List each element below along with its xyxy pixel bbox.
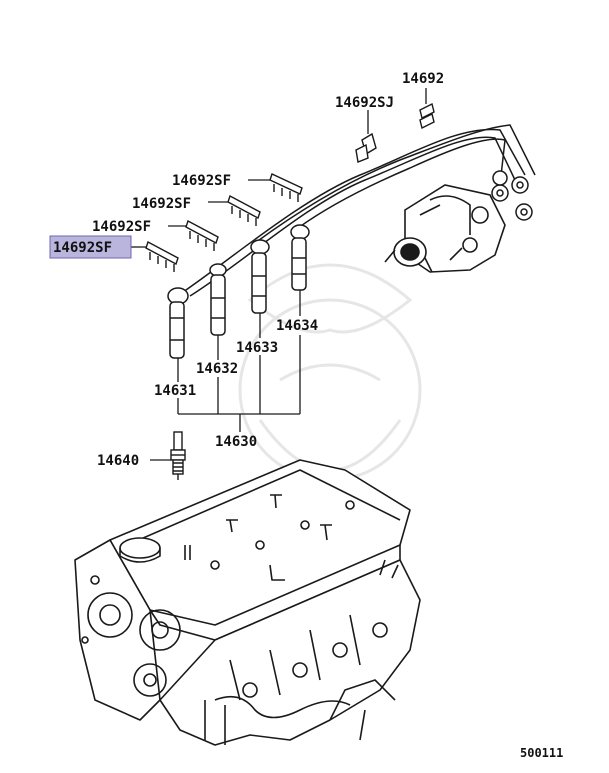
ignition-wire-set — [182, 124, 536, 297]
spark-plug — [170, 431, 186, 480]
watermark-emblem — [238, 263, 422, 482]
plug-boots — [167, 224, 310, 359]
label-14692SF-a[interactable]: 14692SF — [172, 173, 231, 189]
label-14632[interactable]: 14632 — [196, 361, 238, 377]
label-14631[interactable]: 14631 — [154, 383, 196, 399]
leader-lines — [131, 88, 427, 461]
label-14692SJ[interactable]: 14692SJ — [335, 95, 394, 111]
label-14692SF-b[interactable]: 14692SF — [132, 196, 191, 212]
highlighted-label-box — [49, 235, 132, 259]
label-14692[interactable]: 14692 — [402, 71, 444, 87]
label-14692SF-c[interactable]: 14692SF — [92, 219, 151, 235]
label-14634[interactable]: 14634 — [276, 318, 318, 334]
label-14692SF-d[interactable]: 14692SF — [53, 240, 112, 256]
distributor — [384, 184, 506, 273]
label-14633[interactable]: 14633 — [236, 340, 278, 356]
wire-clamps — [145, 102, 435, 272]
label-14640[interactable]: 14640 — [97, 453, 139, 469]
label-14630[interactable]: 14630 — [215, 434, 257, 450]
figure-code: 500111 — [520, 746, 563, 760]
engine-block — [74, 459, 421, 746]
